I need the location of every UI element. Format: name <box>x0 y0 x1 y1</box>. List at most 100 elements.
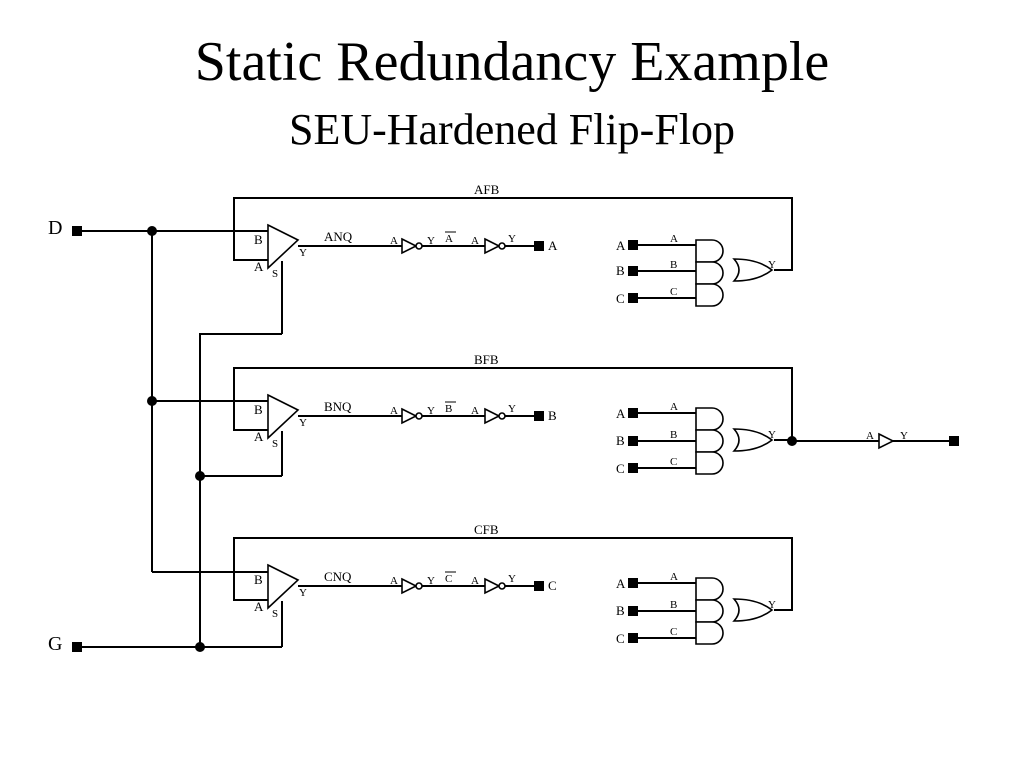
voter-b-pin-c <box>628 463 638 473</box>
inverter-1-a <box>401 237 418 255</box>
stage-c: CFB B A S Y CNQ A Y C A Y C A B C <box>233 522 793 647</box>
inverter-2-a <box>484 237 501 255</box>
voter-c-pin-b <box>628 606 638 616</box>
voter-c-and-2 <box>695 599 724 623</box>
feedback-loop-b <box>233 367 793 441</box>
inverted-label-a: A <box>445 233 453 245</box>
latch-pin-y-c: Y <box>299 587 307 599</box>
slide-title: Static Redundancy Example <box>194 31 830 93</box>
latch-a <box>267 223 300 270</box>
voter-c-pin-y: Y <box>768 599 776 611</box>
inv2-pin-y-b: Y <box>508 403 516 415</box>
inv1-pin-y-a: Y <box>427 235 435 247</box>
voter-a: A B C A B C Y <box>616 233 776 307</box>
stage-out-pin-c <box>534 581 544 591</box>
inv1-pin-a-b: A <box>390 405 398 417</box>
voter-b-or <box>732 428 774 452</box>
voter-a-in-c: C <box>616 291 625 306</box>
inverter-2-bubble-a <box>498 242 506 250</box>
latch-pin-y-b: Y <box>299 417 307 429</box>
buffer-pin-a: A <box>866 430 874 442</box>
voter-b-in-b: B <box>616 433 625 448</box>
inverter-1-bubble-b <box>415 412 423 420</box>
inverter-1-bubble-a <box>415 242 423 250</box>
d-branch-wires <box>152 400 234 573</box>
output-pin <box>949 436 959 446</box>
voter-b-pin-b <box>628 436 638 446</box>
voter-a-and-3 <box>695 283 724 307</box>
voter-c-gate-pin-c: C <box>670 626 677 638</box>
voter-c-input-wires <box>638 582 696 639</box>
inv2-pin-y-c: Y <box>508 573 516 585</box>
voter-c-gate-pin-a: A <box>670 571 678 583</box>
stage-out-label-b: B <box>548 408 557 423</box>
feedback-label-a: AFB <box>474 182 500 197</box>
latch-pin-b-a: B <box>254 232 263 247</box>
latch-pin-a-c: A <box>254 599 264 614</box>
stage-out-pin-b <box>534 411 544 421</box>
voter-c-pin-a <box>628 578 638 588</box>
buffer-pin-y: Y <box>900 430 908 442</box>
latch-input-wires-b <box>233 400 268 431</box>
latch-pin-b-c: B <box>254 572 263 587</box>
inv2-pin-a-c: A <box>471 575 479 587</box>
latch-c <box>267 563 300 610</box>
inv2-pin-a-b: A <box>471 405 479 417</box>
voter-c-gate-pin-b: B <box>670 599 677 611</box>
voter-a-pin-b <box>628 266 638 276</box>
latch-out-label-a: ANQ <box>324 229 353 244</box>
output-buffer <box>878 432 895 450</box>
stage-a: AFB B A S Y ANQ A Y A A Y A A B C <box>233 182 793 334</box>
latch-pin-b-b: B <box>254 402 263 417</box>
inv1-pin-a-c: A <box>390 575 398 587</box>
voter-b-in-a: A <box>616 406 626 421</box>
latch-pin-a-b: A <box>254 429 264 444</box>
inverter-1-c <box>401 577 418 595</box>
latch-input-wires-a <box>233 230 268 261</box>
voter-c: A B C A B C Y <box>616 571 776 646</box>
voter-a-and-1 <box>695 239 724 263</box>
voter-b-gate-pin-a: A <box>670 401 678 413</box>
latch-pin-s-b: S <box>272 438 278 450</box>
voter-a-in-b: B <box>616 263 625 278</box>
inverter-2-bubble-c <box>498 582 506 590</box>
voter-b-and-1 <box>695 407 724 431</box>
inverter-2-bubble-b <box>498 412 506 420</box>
voter-c-or <box>732 598 774 622</box>
voter-b-in-c: C <box>616 461 625 476</box>
latch-b <box>267 393 300 440</box>
feedback-loop-a <box>233 197 793 271</box>
inv1-pin-y-b: Y <box>427 405 435 417</box>
latch-out-label-b: BNQ <box>324 399 352 414</box>
inv1-pin-a-a: A <box>390 235 398 247</box>
voter-b-input-wires <box>638 412 696 469</box>
input-pin-g <box>72 642 82 652</box>
voter-a-and-2 <box>695 261 724 285</box>
voter-b-pin-y: Y <box>768 429 776 441</box>
latch-out-label-c: CNQ <box>324 569 352 584</box>
inv1-pin-y-c: Y <box>427 575 435 587</box>
feedback-loop-c <box>233 537 793 611</box>
stage-b: BFB B A S Y BNQ A Y B A Y B A B C <box>233 352 959 476</box>
input-label-d: D <box>48 217 62 239</box>
inverter-2-c <box>484 577 501 595</box>
stage-out-pin-a <box>534 241 544 251</box>
junction-d-1 <box>147 226 157 236</box>
latch-pin-y-a: Y <box>299 247 307 259</box>
input-pin-d <box>72 226 82 236</box>
voter-a-or <box>732 258 774 282</box>
stage-out-label-c: C <box>548 578 557 593</box>
latch-pin-a-a: A <box>254 259 264 274</box>
voter-c-pin-c <box>628 633 638 643</box>
voter-a-pin-a <box>628 240 638 250</box>
inv2-pin-y-a: Y <box>508 233 516 245</box>
voter-c-and-1 <box>695 577 724 601</box>
voter-a-gate-pin-b: B <box>670 259 677 271</box>
junction-g-1 <box>195 642 205 652</box>
voter-b-gate-pin-c: C <box>670 456 677 468</box>
stage-out-label-a: A <box>548 238 558 253</box>
voter-b-and-3 <box>695 451 724 475</box>
latch-pin-s-a: S <box>272 268 278 280</box>
voter-a-gate-pin-a: A <box>670 233 678 245</box>
